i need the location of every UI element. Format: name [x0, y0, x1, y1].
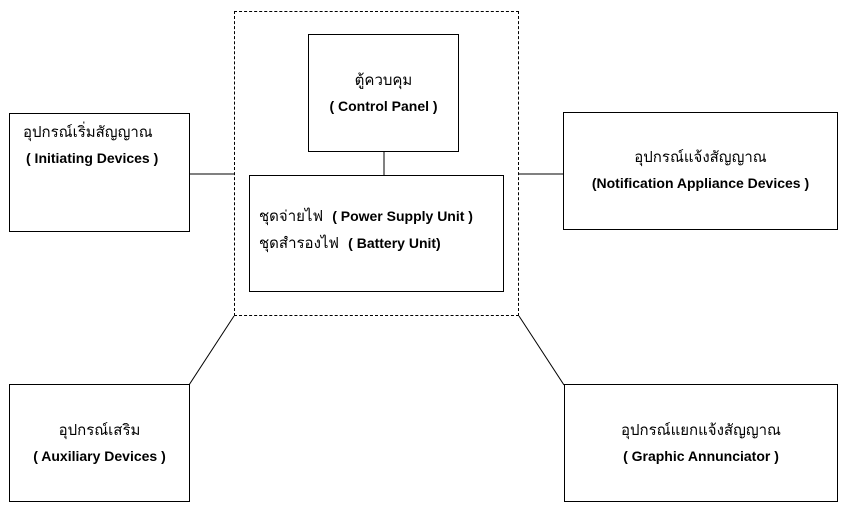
graphic-annunciator-thai-label: อุปกรณ์แยกแจ้งสัญญาณ [621, 421, 781, 439]
battery-unit-eng-label: ( Battery Unit) [348, 235, 441, 251]
fire-alarm-system-group [234, 11, 519, 316]
power-supply-box: ชุดจ่ายไฟ ( Power Supply Unit ) ชุดสำรอง… [249, 175, 504, 292]
graphic-annunciator-eng-label: ( Graphic Annunciator ) [623, 448, 779, 464]
initiating-devices-box: อุปกรณ์เริ่มสัญญาณ ( Initiating Devices … [9, 113, 190, 232]
control-panel-thai-label: ตู้ควบคุม [354, 71, 413, 89]
auxiliary-devices-box: อุปกรณ์เสริม ( Auxiliary Devices ) [9, 384, 190, 502]
graphic-annunciator-box: อุปกรณ์แยกแจ้งสัญญาณ ( Graphic Annunciat… [564, 384, 838, 502]
auxiliary-devices-thai-label: อุปกรณ์เสริม [58, 421, 141, 439]
connector-auxiliary [188, 315, 235, 386]
power-supply-thai-label: ชุดจ่ายไฟ [259, 207, 324, 225]
control-panel-eng-label: ( Control Panel ) [329, 98, 438, 114]
battery-unit-line: ชุดสำรองไฟ ( Battery Unit) [259, 233, 503, 253]
initiating-devices-eng-label: ( Initiating Devices ) [26, 150, 159, 166]
auxiliary-devices-eng-label: ( Auxiliary Devices ) [33, 448, 166, 464]
notification-devices-box: อุปกรณ์แจ้งสัญญาณ (Notification Applianc… [563, 112, 838, 230]
control-panel-box: ตู้ควบคุม ( Control Panel ) [308, 34, 459, 152]
battery-unit-thai-label: ชุดสำรองไฟ [259, 234, 340, 252]
power-supply-eng-label: ( Power Supply Unit ) [332, 208, 473, 224]
power-supply-line: ชุดจ่ายไฟ ( Power Supply Unit ) [259, 206, 503, 226]
connector-annunciator [518, 315, 565, 386]
notification-devices-eng-label: (Notification Appliance Devices ) [591, 175, 810, 191]
initiating-devices-thai-label: อุปกรณ์เริ่มสัญญาณ [23, 123, 153, 141]
notification-devices-thai-label: อุปกรณ์แจ้งสัญญาณ [634, 148, 767, 166]
